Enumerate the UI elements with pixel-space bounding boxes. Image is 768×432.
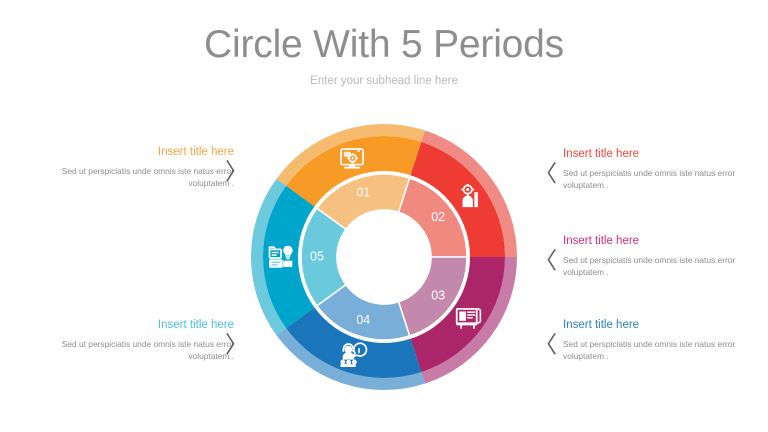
donut-segment-number-03: 03 (431, 289, 445, 303)
donut-center-hole (337, 210, 431, 304)
info-block-body-left-top: Sed ut perspiciatis unde omnis iste natu… (61, 166, 234, 189)
donut-chart: 01 02 03 04 05 (251, 124, 517, 390)
chevron-icon-right-top: 〈 (534, 161, 557, 186)
donut-outer-segment-04[interactable] (286, 307, 422, 378)
info-block-body-right-top: Sed ut perspiciatis unde omnis iste natu… (563, 168, 736, 191)
donut-outer-segment-02[interactable] (410, 141, 505, 257)
donut-outer-segment-03[interactable] (410, 257, 505, 373)
header: Circle With 5 Periods Enter your subhead… (0, 22, 768, 88)
info-block-title-left-top: Insert title here (157, 146, 234, 158)
donut-segment-number-04: 04 (356, 313, 370, 327)
donut-rim-segment-03[interactable] (421, 257, 517, 384)
donut-rim-segment-02[interactable] (421, 130, 517, 257)
chevron-icon-right-bottom: 〈 (534, 332, 557, 357)
donut-segment-number-05: 05 (310, 249, 324, 263)
page-subhead: Enter your subhead line here (310, 75, 458, 87)
info-block-title-left-bottom: Insert title here (157, 319, 234, 331)
donut-main-layer (263, 136, 505, 378)
circle-diagram: 01 02 03 04 05 (251, 124, 517, 390)
page-title: Circle With 5 Periods (204, 23, 564, 66)
donut-inner-layer (300, 173, 468, 341)
chevron-icon-left-top: 〉 (225, 159, 248, 184)
info-block-body-right-bottom: Sed ut perspiciatis unde omnis iste natu… (563, 339, 736, 362)
chevron-icon-right-mid: 〈 (534, 248, 557, 273)
info-block-body-left-bottom: Sed ut perspiciatis unde omnis iste natu… (61, 339, 234, 362)
chevron-icon-left-bottom: 〉 (225, 332, 248, 357)
info-block-body-right-mid: Sed ut perspiciatis unde omnis iste natu… (563, 255, 736, 278)
donut-number-layer: 01 02 03 04 05 (310, 186, 445, 327)
info-block-title-right-mid: Insert title here (563, 235, 640, 247)
donut-segment-number-01: 01 (356, 186, 370, 200)
donut-rim-segment-05[interactable] (251, 178, 287, 336)
donut-segment-number-02: 02 (431, 210, 445, 224)
donut-rim-segment-04[interactable] (276, 328, 426, 390)
donut-rim-segment-01[interactable] (276, 124, 426, 186)
donut-rim-layer (251, 124, 517, 390)
info-block-title-right-bottom: Insert title here (563, 319, 640, 331)
info-block-title-right-top: Insert title here (563, 148, 640, 160)
donut-outer-segment-01[interactable] (286, 136, 422, 207)
